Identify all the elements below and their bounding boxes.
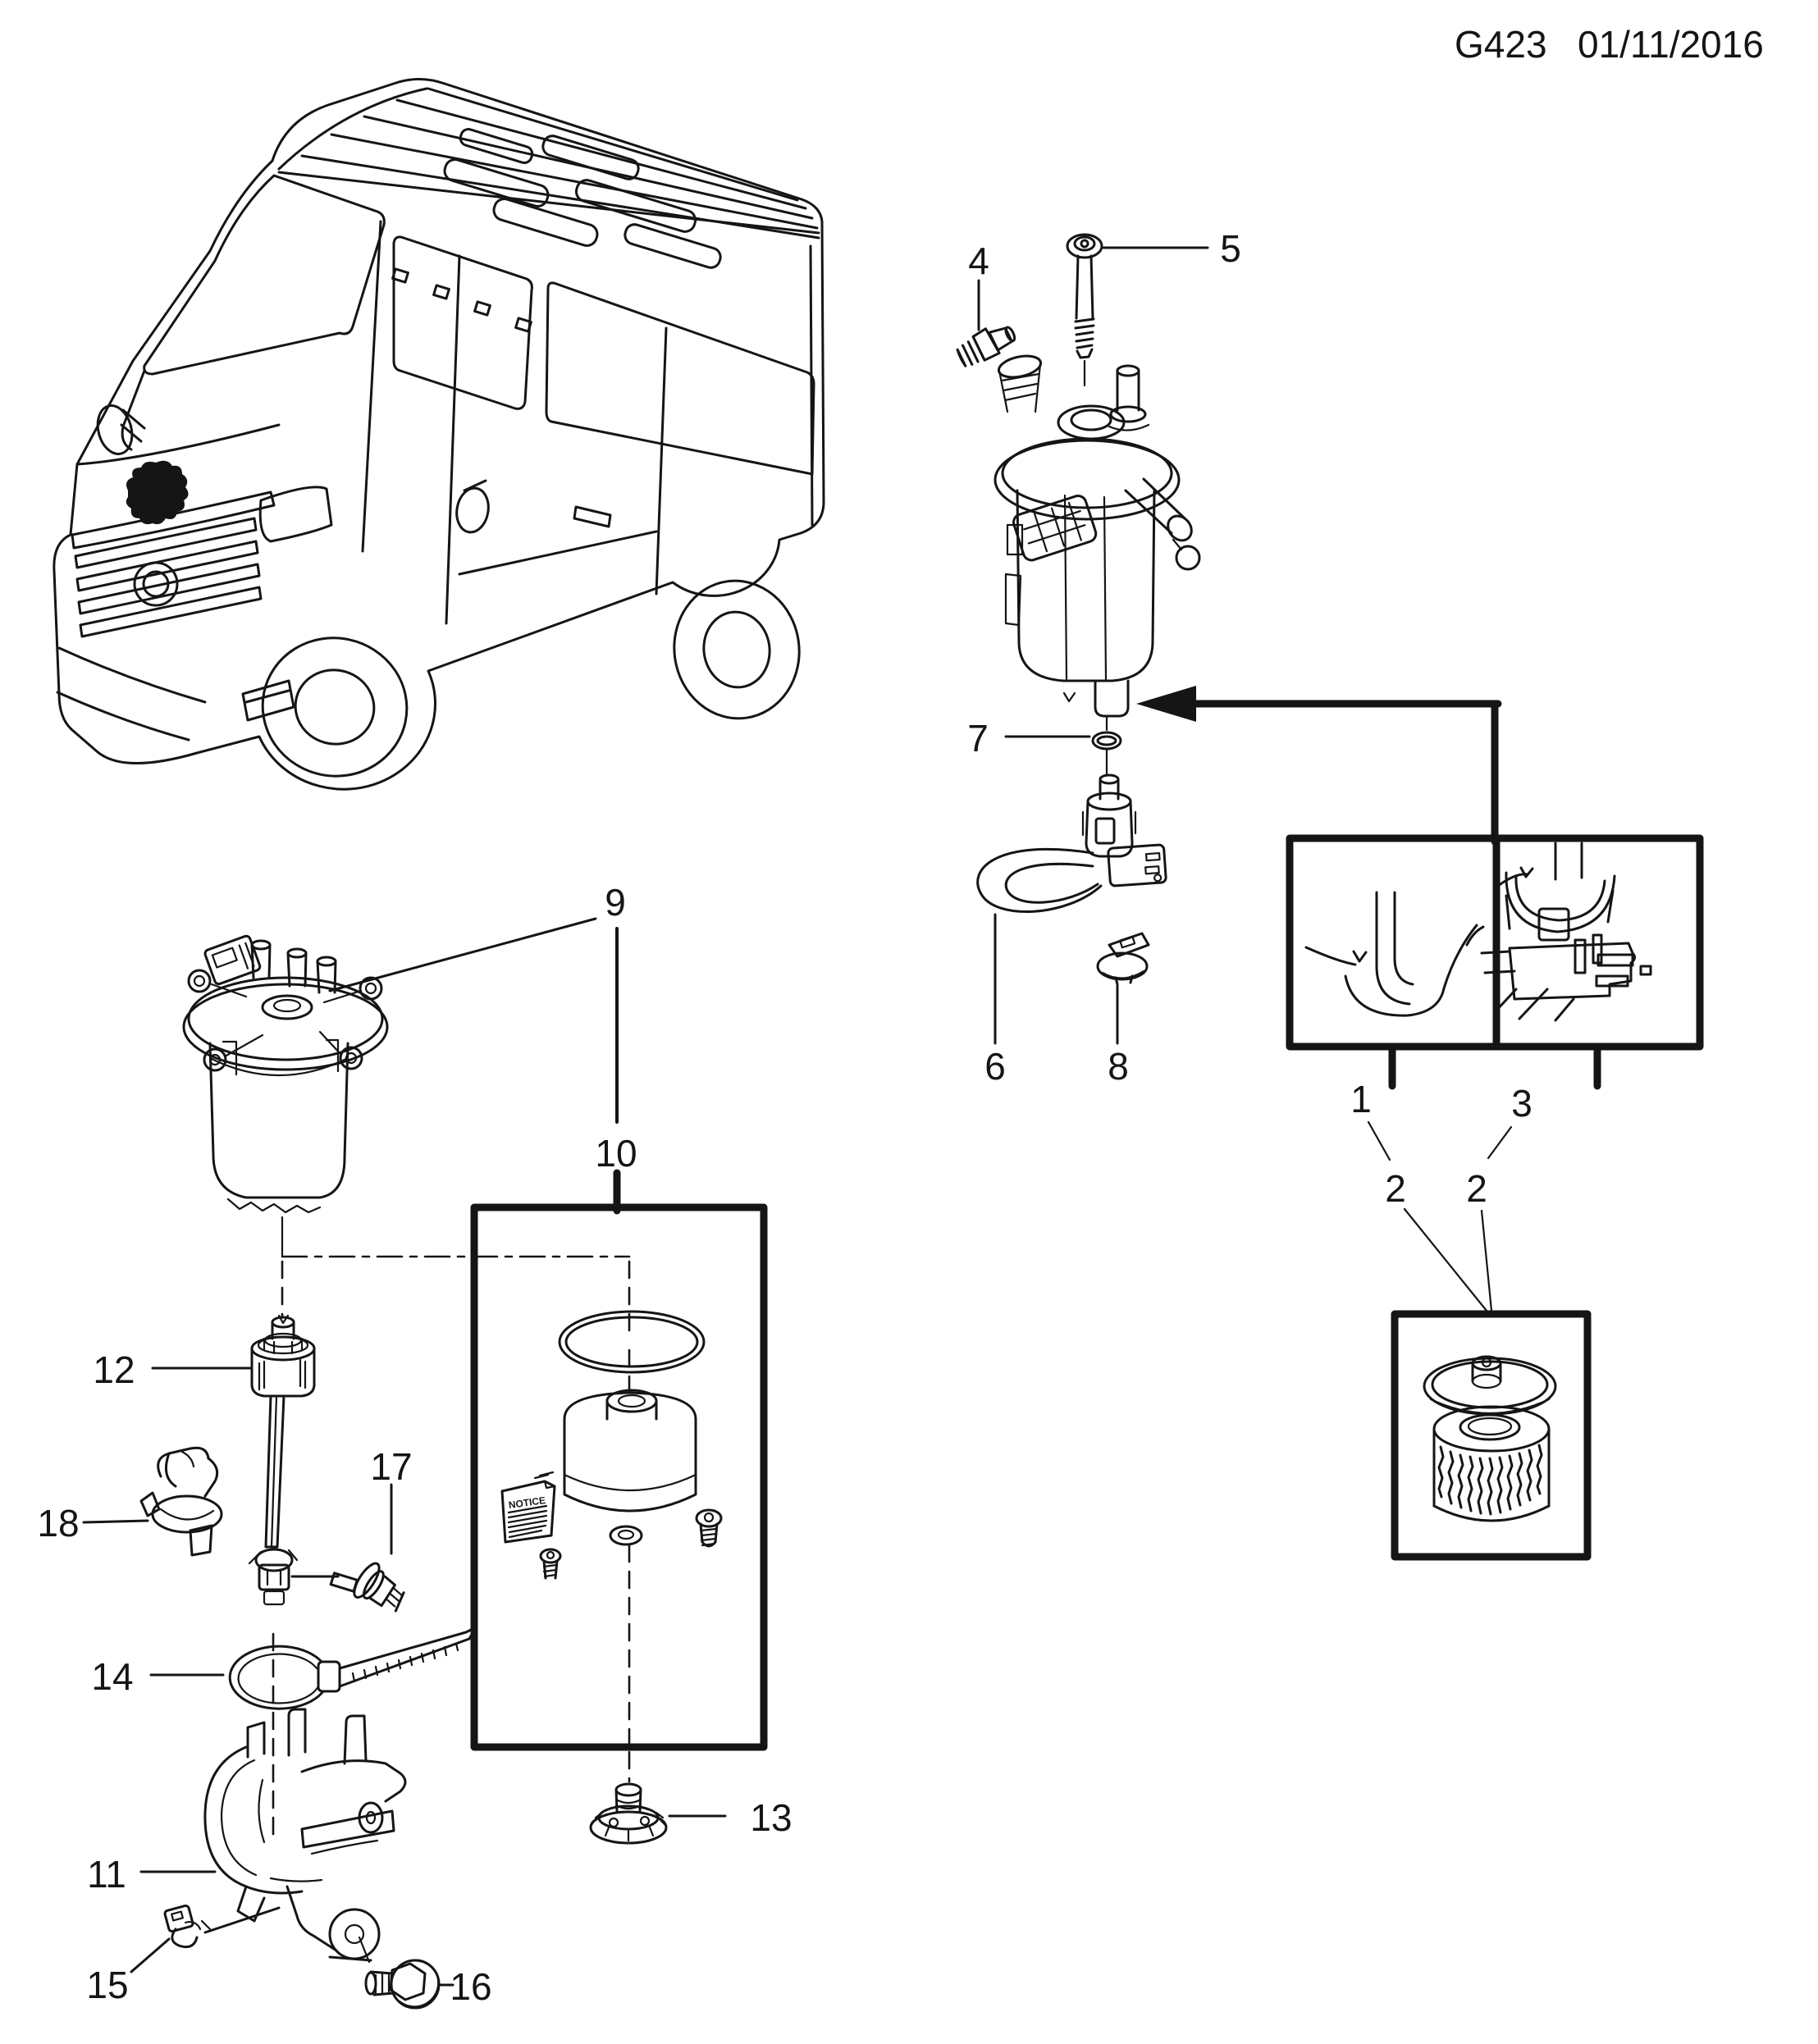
part-14-cable-tie (228, 1626, 477, 1710)
part-callout-4[interactable]: 4 (968, 240, 989, 282)
pleats (1437, 1444, 1543, 1516)
door-seam-front (445, 254, 461, 625)
part-callout-8[interactable]: 8 (1108, 1045, 1129, 1088)
side-mirror-left (96, 404, 146, 455)
vehicle-illustration (53, 78, 825, 791)
part-callouts: 4 5 7 6 8 1 3 2 2 9 10 12 17 18 14 11 15… (37, 227, 1532, 2008)
detail-arrow-icon (1136, 686, 1196, 722)
part-callout-1[interactable]: 1 (1350, 1078, 1372, 1120)
part-callout-3[interactable]: 3 (1511, 1082, 1533, 1125)
fuel-filter-module-assembly (956, 233, 1502, 986)
kit-washer (609, 1525, 643, 1546)
kit-screw (539, 1548, 562, 1580)
roof-front-edge (277, 87, 428, 171)
part-12-sensor-rod (248, 1314, 316, 1606)
side-mirror-right (455, 479, 490, 534)
side-window-front (392, 235, 533, 410)
brand-badge-icon (133, 561, 179, 607)
side-window-rear (545, 281, 815, 476)
part-callout-17[interactable]: 17 (370, 1445, 412, 1488)
fuel-filter-assembly (182, 934, 389, 1214)
detail-box-3-drawing (1480, 842, 1652, 1022)
leader-lines (82, 246, 1209, 1987)
part-18-clip (139, 1446, 223, 1557)
part-callout-16[interactable]: 16 (450, 1965, 491, 2008)
headlight (258, 486, 333, 543)
inset-detail-boxes (1286, 834, 1704, 1312)
front-wheel (261, 636, 409, 778)
diagram-date: 01/11/2016 (1578, 23, 1764, 66)
part-16-screw (358, 1936, 441, 2010)
part-8-clip (1096, 932, 1150, 986)
construction-lines (272, 927, 631, 1837)
rear-wheel (673, 579, 801, 720)
kit-bolt (695, 1508, 723, 1548)
part-11-bracket (203, 1708, 407, 1962)
part-callout-15[interactable]: 15 (86, 1964, 128, 2006)
header: G423 01/11/2016 (1455, 23, 1764, 66)
door-seam-rear (655, 326, 668, 595)
part-callout-2a[interactable]: 2 (1385, 1167, 1406, 1210)
fog-light (241, 679, 295, 722)
kit-filter-cartridge (563, 1389, 697, 1512)
service-kit-box: NOTICE (470, 1203, 768, 1751)
part-callout-10[interactable]: 10 (595, 1132, 637, 1175)
cap-connector (203, 934, 262, 986)
grille (71, 490, 276, 638)
part-callout-5[interactable]: 5 (1220, 227, 1241, 270)
part-callout-18[interactable]: 18 (37, 1502, 79, 1544)
part-4-sensor (956, 326, 1016, 367)
filter-element-kit-box (1391, 1310, 1592, 1561)
detail-box-1-drawing (1304, 891, 1485, 1017)
filter-module-body (994, 354, 1201, 718)
kit-o-ring (558, 1310, 706, 1374)
part-13-drain-valve (589, 1782, 668, 1845)
kit-notice-leaflet: NOTICE (500, 1471, 556, 1544)
cap-bolts (187, 969, 383, 1072)
filter-element-drawing (1423, 1355, 1557, 1522)
part-callout-2b[interactable]: 2 (1466, 1167, 1487, 1210)
part-callout-9[interactable]: 9 (605, 881, 626, 924)
part-callout-11[interactable]: 11 (87, 1853, 126, 1896)
part-5-bolt (1066, 233, 1103, 387)
part-callout-6[interactable]: 6 (984, 1045, 1006, 1088)
diagram-code: G423 (1455, 23, 1547, 66)
rod-connector (248, 1548, 299, 1606)
part-6-water-sensor (976, 773, 1167, 913)
part-callout-14[interactable]: 14 (91, 1655, 133, 1698)
part-callout-13[interactable]: 13 (750, 1796, 792, 1839)
windshield (143, 174, 386, 376)
van-body-outline (53, 78, 825, 791)
part-callout-12[interactable]: 12 (93, 1348, 135, 1391)
b-pillar-line (361, 220, 382, 553)
part-17-fitting (329, 1562, 405, 1613)
detail-box-3 (1492, 834, 1704, 1051)
part-7-seal (1091, 715, 1122, 776)
part-location-marker (126, 460, 189, 525)
door-handle (573, 505, 612, 528)
part-callout-7[interactable]: 7 (967, 717, 989, 760)
part-15-clip-nut (163, 1904, 212, 1949)
